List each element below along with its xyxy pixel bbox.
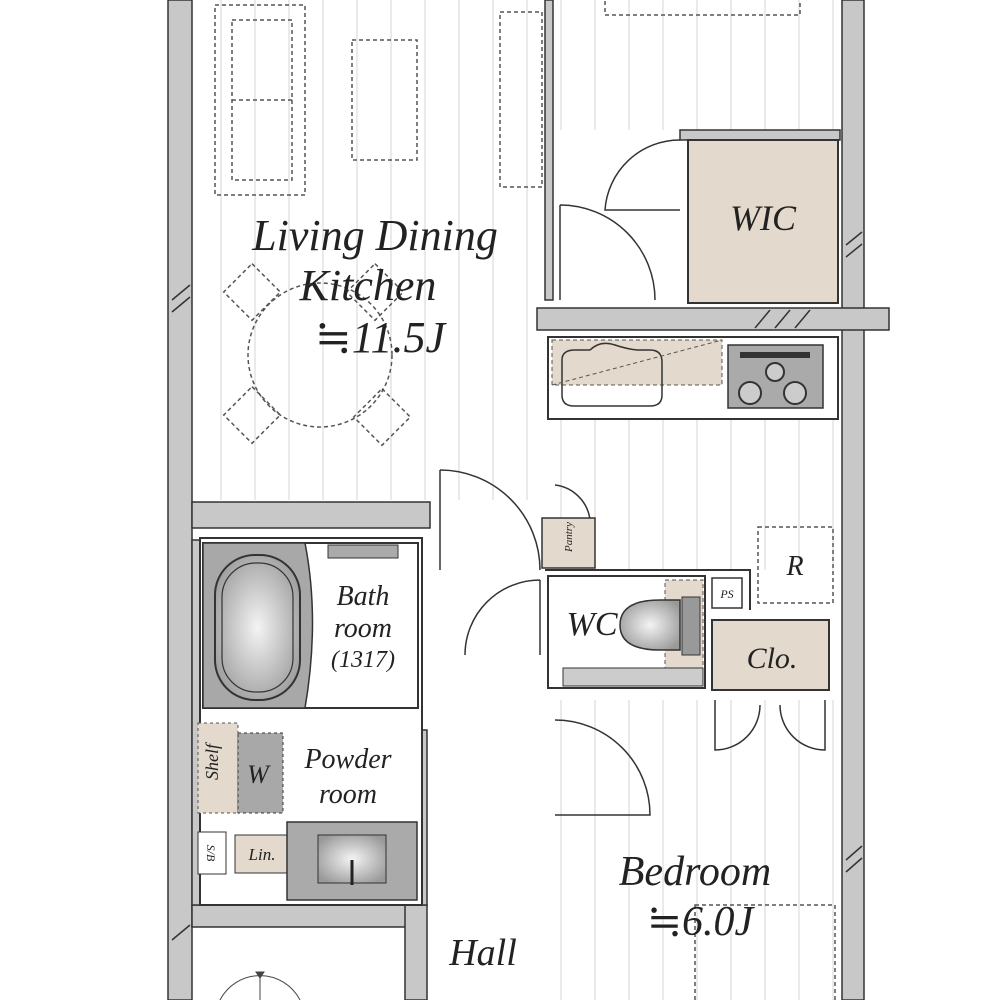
bedroom-label: Bedroom	[619, 849, 771, 895]
closet-area	[711, 619, 830, 691]
wc-label: WC	[567, 606, 618, 643]
shelf-label: Shelf	[202, 741, 222, 780]
ldk-label-line1: Living Dining	[251, 211, 498, 260]
wash-basin-icon	[286, 821, 418, 901]
linen-label: Lin.	[248, 845, 276, 864]
washer-label: W	[247, 760, 271, 789]
bath-label-line1: Bath	[337, 581, 390, 612]
ldk-area: ≒11.5J	[315, 313, 448, 362]
ps-box	[711, 577, 743, 609]
powder-label-line1: Powder	[303, 744, 391, 775]
kitchen-sink-icon	[561, 342, 663, 407]
shelf-area	[197, 722, 239, 814]
ps-label: PS	[719, 587, 733, 601]
wic-area	[687, 139, 839, 304]
bath-label-line2: room	[334, 613, 392, 644]
bedroom-area: ≒6.0J	[647, 899, 756, 945]
pantry-label: Pantry	[563, 522, 575, 553]
washer-area	[237, 732, 284, 814]
north-room-floor	[555, 0, 840, 130]
sb-label: S/B	[204, 845, 218, 862]
pantry-area	[541, 517, 596, 569]
bathtub-icon	[214, 554, 301, 701]
bath-size: (1317)	[331, 647, 395, 673]
sb-box	[197, 831, 227, 875]
wall-hatch	[171, 231, 863, 941]
wic-label: WIC	[730, 198, 797, 238]
compass-icon	[219, 971, 301, 1000]
closet-label: Clo.	[747, 642, 798, 675]
powder-label-line2: room	[319, 779, 377, 810]
hall-label: Hall	[448, 932, 517, 974]
fridge-label: R	[785, 551, 803, 582]
walls	[167, 0, 890, 1000]
ldk-floor	[195, 0, 545, 500]
ldk-label-line2: Kitchen	[299, 261, 437, 310]
furniture	[214, 0, 836, 1000]
toilet-icon	[619, 596, 701, 656]
stove-icon	[727, 344, 824, 409]
